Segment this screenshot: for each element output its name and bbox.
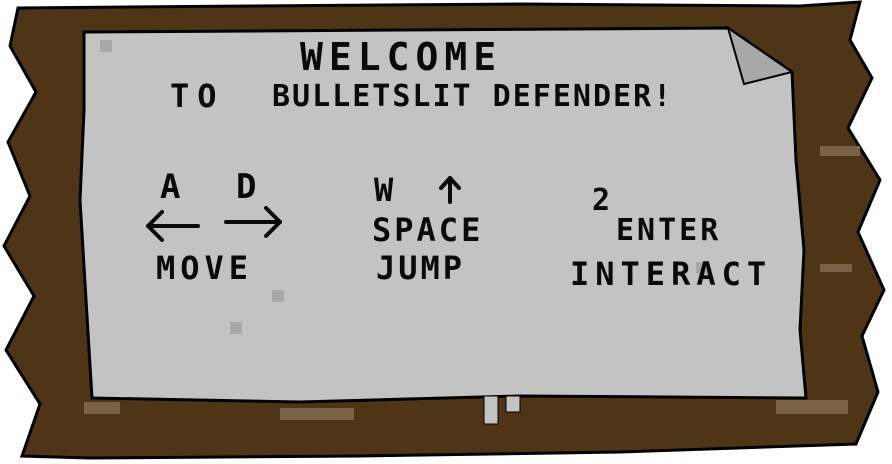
- game-name-title: BULLETSLIT DEFENDER!: [272, 79, 674, 114]
- key-w-label: W: [374, 171, 398, 209]
- paper-fleck: [230, 322, 242, 334]
- paper-tab: [505, 395, 521, 413]
- paper-fold-corner: [726, 25, 795, 86]
- key-enter-label: ENTER: [616, 213, 722, 248]
- wood-streak: [820, 264, 852, 272]
- wood-streak: [280, 408, 354, 420]
- wood-streak: [84, 402, 120, 414]
- welcome-to-label: TO: [170, 77, 225, 115]
- key-a-label: A: [160, 167, 185, 207]
- paper-fleck: [272, 290, 284, 302]
- wood-streak: [776, 400, 848, 414]
- jump-label: JUMP: [376, 249, 466, 287]
- move-label: MOVE: [156, 249, 254, 287]
- interact-label: INTERACT: [570, 255, 773, 293]
- paper-tab: [483, 395, 499, 425]
- key-2-label: 2: [592, 183, 615, 218]
- wood-streak: [820, 146, 860, 156]
- paper-fleck: [696, 262, 708, 274]
- welcome-title: WELCOME: [300, 35, 503, 79]
- paper-fleck: [100, 40, 112, 52]
- paper-notice: [78, 26, 808, 404]
- key-space-label: SPACE: [372, 211, 484, 249]
- key-d-label: D: [236, 167, 261, 207]
